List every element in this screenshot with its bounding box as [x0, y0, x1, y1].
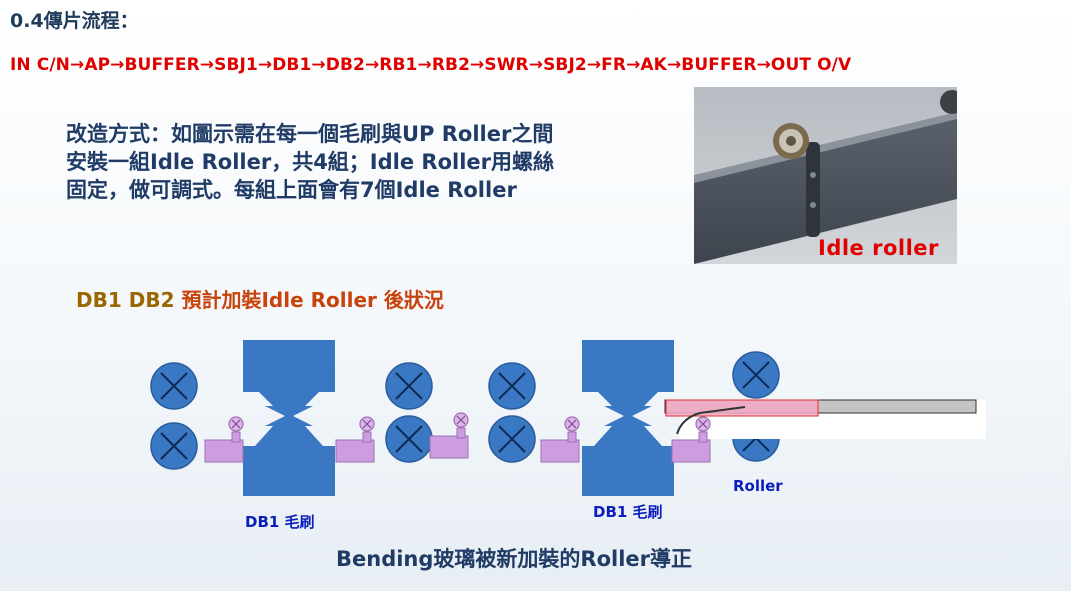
subtitle-db-part: DB1 DB2 — [76, 288, 182, 312]
db1-brush-right — [582, 340, 674, 496]
modification-method-text: 改造方式：如圖示需在每一個毛刷與UP Roller之間安裝一組Idle Roll… — [66, 122, 554, 202]
diagram-caption: Bending玻璃被新加裝的Roller導正 — [336, 547, 693, 571]
up-roller — [732, 351, 780, 399]
db1-brush-label-left: DB1 毛刷 — [245, 513, 315, 531]
db1-brush-left — [243, 340, 335, 496]
up-roller — [385, 362, 433, 410]
db-roller-diagram — [0, 330, 1071, 544]
diagram-subtitle: DB1 DB2 預計加裝Idle Roller 後狀況 — [76, 284, 444, 313]
roller-label: Roller — [733, 477, 783, 495]
subtitle-rest-part: 預計加裝Idle Roller 後狀況 — [181, 288, 444, 312]
idle-roller-photo — [694, 87, 957, 264]
process-flow: IN C/N→AP→BUFFER→SBJ1→DB1→DB2→RB1→RB2→SW… — [10, 55, 852, 75]
down-roller — [150, 422, 198, 470]
down-roller — [385, 415, 433, 463]
down-roller — [488, 415, 536, 463]
up-roller — [150, 362, 198, 410]
idle-roller-left-1 — [204, 416, 244, 463]
section-title: 0.4傳片流程： — [10, 10, 139, 32]
idle-roller-mid — [429, 412, 469, 459]
bending-glass-edge — [676, 406, 746, 435]
idle-roller-left-2 — [335, 416, 375, 463]
db1-brush-label-right: DB1 毛刷 — [593, 503, 663, 521]
up-roller — [488, 362, 536, 410]
idle-roller-right-1 — [540, 416, 580, 463]
idle-roller-photo-label: Idle roller — [818, 236, 939, 260]
